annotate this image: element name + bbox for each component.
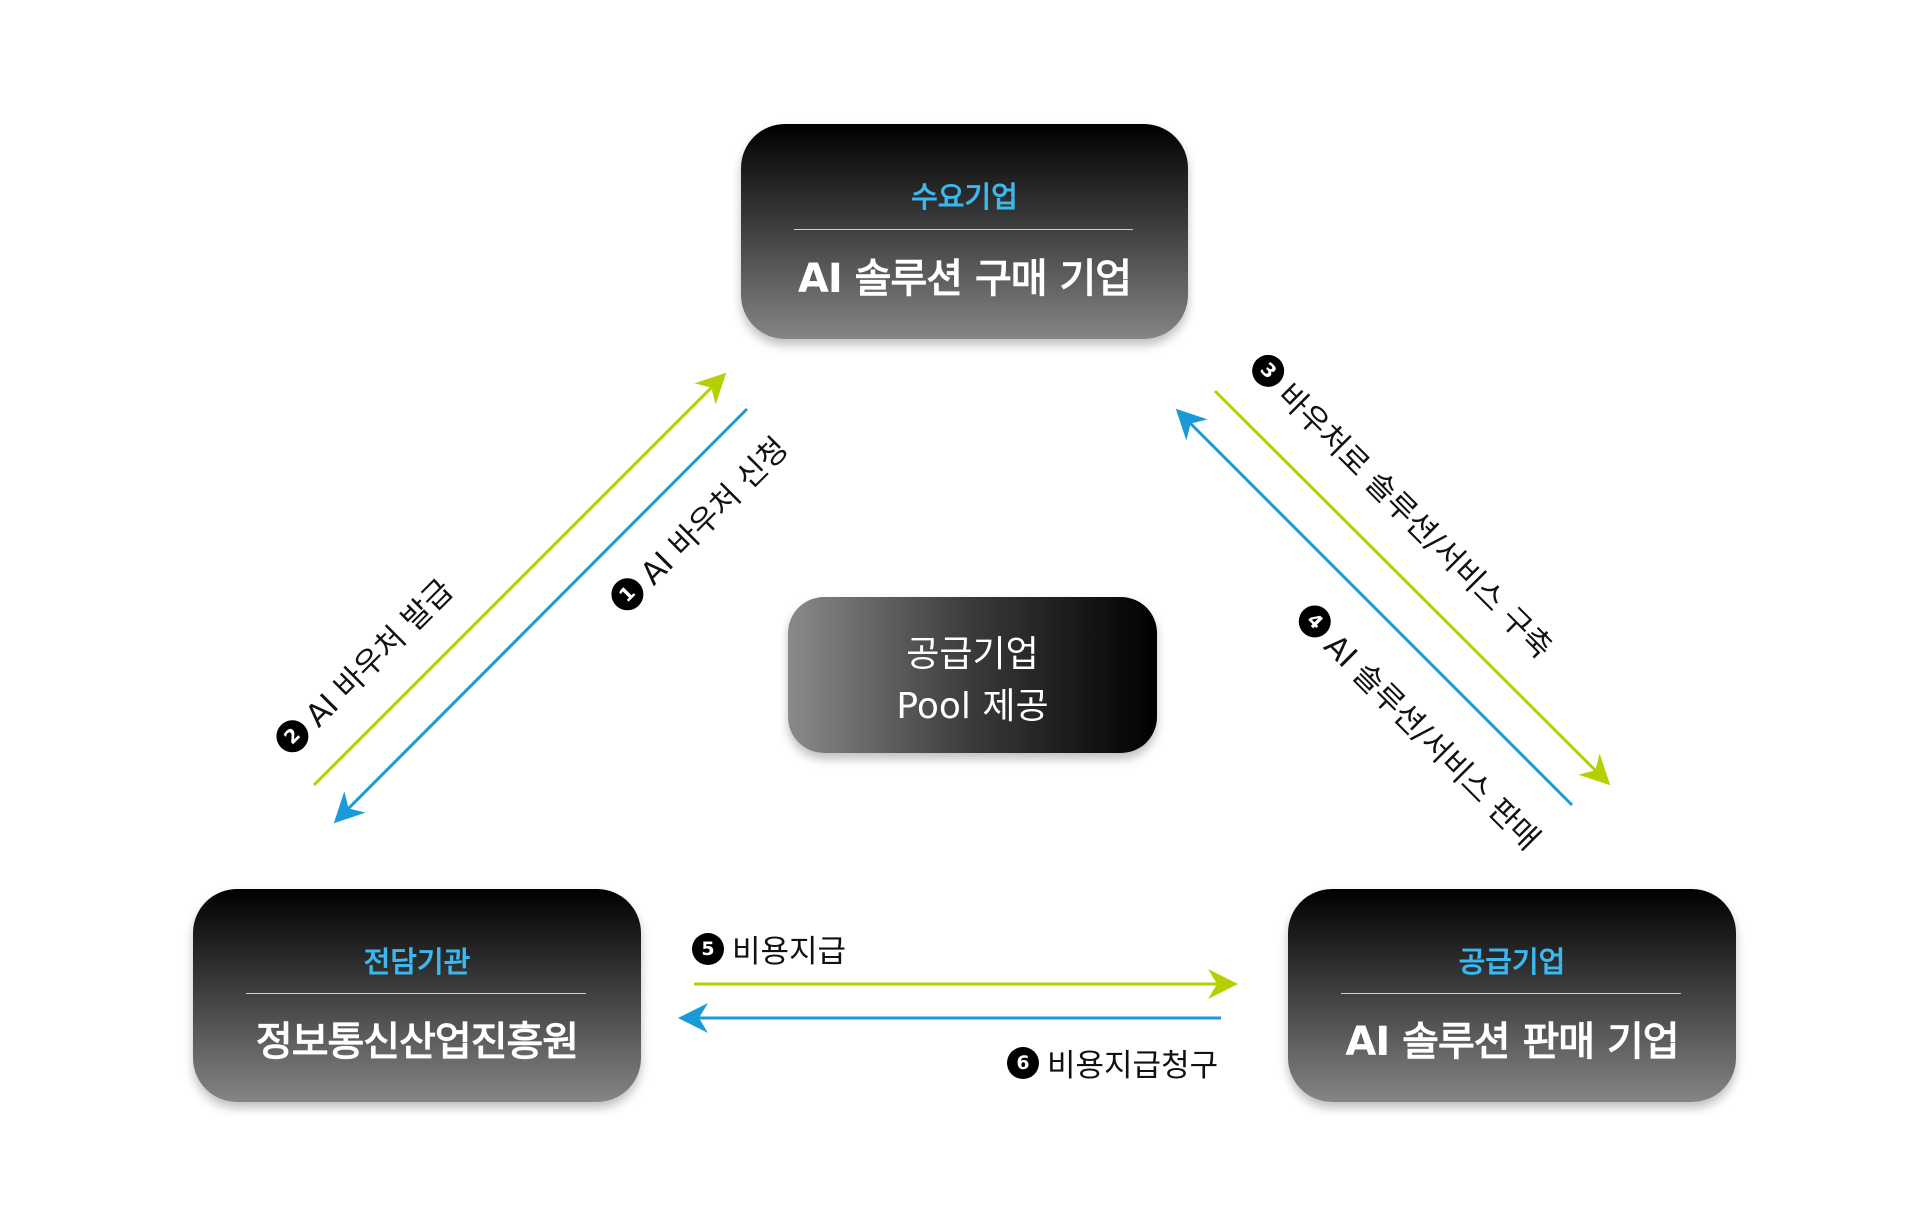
agency-subtitle: 전담기관: [363, 945, 471, 979]
divider: [794, 229, 1133, 230]
supplier-title: AI 솔루션 판매 기업: [1345, 1019, 1679, 1065]
step-number-badge: 5: [692, 932, 724, 965]
demand-company-node: 수요기업 AI 솔루션 구매 기업: [741, 124, 1188, 339]
divider: [246, 993, 586, 994]
arrow-sell: [1175, 408, 1574, 807]
step-number-badge: 6: [1007, 1046, 1039, 1079]
arrow-voucher-apply: [333, 407, 749, 824]
pool-line1: 공급기업: [906, 634, 1039, 675]
supplier-subtitle: 공급기업: [1458, 945, 1566, 979]
step-6-label: 6 비용지급청구: [1007, 1040, 1218, 1085]
supplier-company-node: 공급기업 AI 솔루션 판매 기업: [1288, 889, 1736, 1102]
agency-title: 정보통신산업진흥원: [255, 1019, 579, 1065]
divider: [1341, 993, 1681, 994]
step-text: 비용지급: [732, 934, 847, 970]
step-text: 비용지급청구: [1047, 1048, 1219, 1084]
supplier-pool-node: 공급기업 Pool 제공: [788, 597, 1157, 753]
arrow-voucher-issue: [312, 372, 727, 787]
pool-line2: Pool 제공: [896, 686, 1049, 727]
agency-node: 전담기관 정보통신산업진흥원: [193, 889, 641, 1102]
arrow-build: [1213, 389, 1611, 786]
demand-title: AI 솔루션 구매 기업: [797, 256, 1132, 302]
demand-subtitle: 수요기업: [911, 180, 1018, 214]
step-5-label: 5 비용지급: [692, 926, 846, 971]
